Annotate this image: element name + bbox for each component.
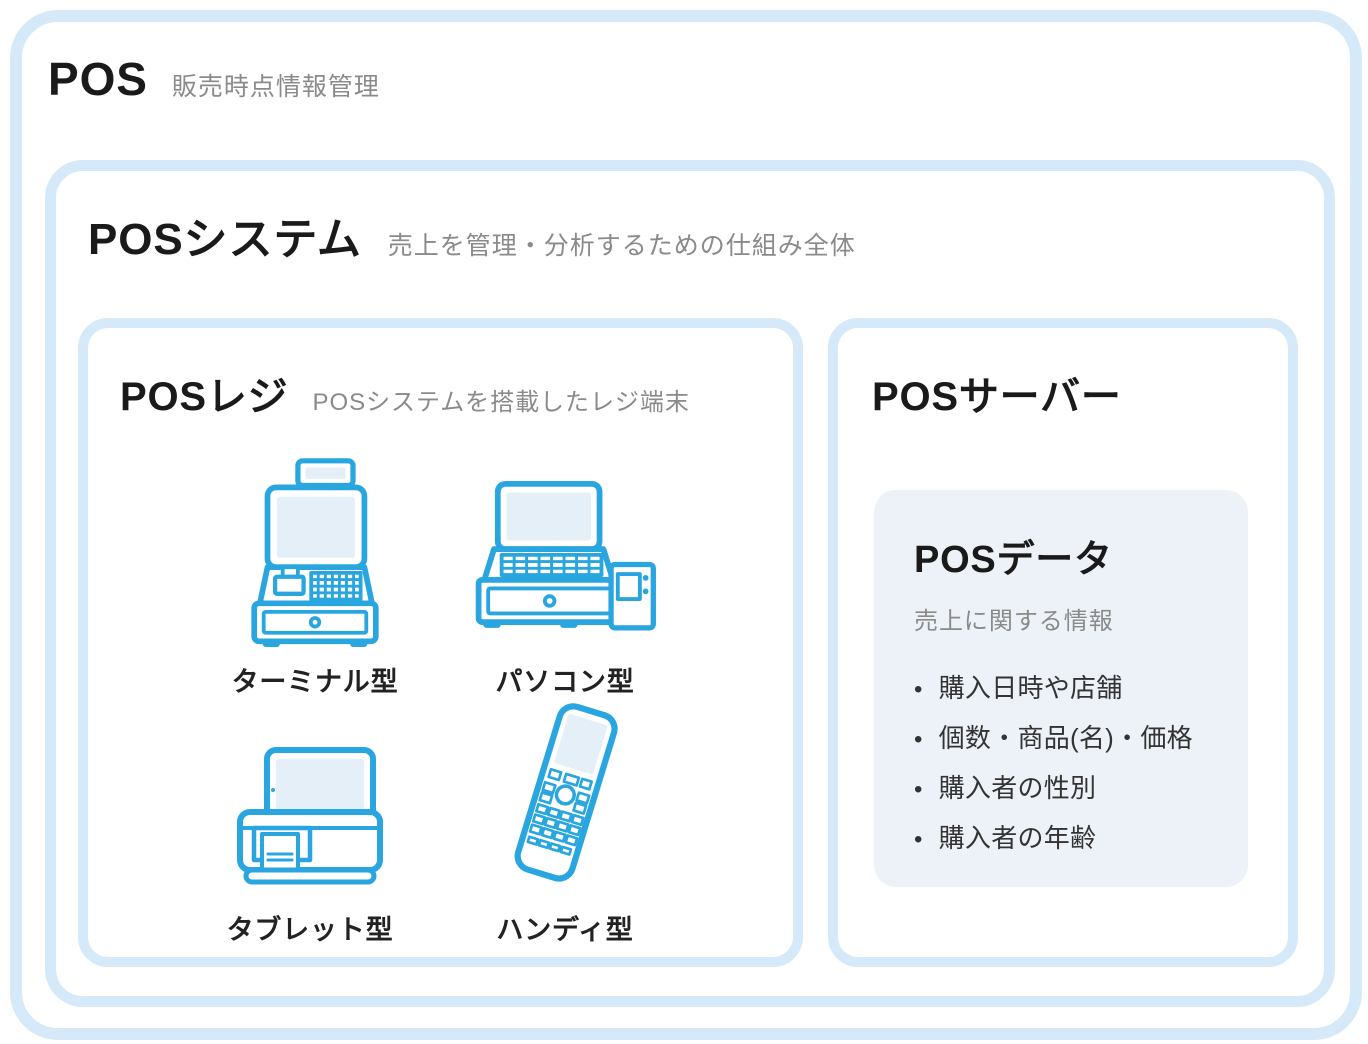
pos-server-container: POSサーバー POSデータ 売上に関する情報 購入日時や店舗 個数・商品(名)…: [828, 318, 1298, 967]
pos-data-subtitle: 売上に関する情報: [914, 608, 1114, 635]
tablet-pos-icon: [230, 700, 390, 886]
device-label: タブレット型: [226, 915, 394, 945]
pos-title: POS: [48, 53, 148, 105]
device-tablet: タブレット型: [190, 700, 430, 947]
pos-register-header: POSレジ POSシステムを搭載したレジ端末: [120, 364, 690, 422]
tablet-pos-icon: [237, 747, 383, 885]
pos-register-title: POSレジ: [120, 375, 289, 419]
terminal-pos-icon: [251, 458, 379, 647]
pos-system-container: POSシステム 売上を管理・分析するための仕組み全体 POSレジ POSシステム…: [45, 160, 1335, 1007]
pos-server-title: POSサーバー: [872, 375, 1122, 419]
device-label: ターミナル型: [231, 667, 399, 697]
pos-system-subtitle: 売上を管理・分析するための仕組み全体: [387, 232, 856, 260]
pos-data-item: 購入日時や店舗: [914, 664, 1218, 714]
pos-system-title: POSシステム: [88, 215, 362, 264]
pos-system-header: POSシステム 売上を管理・分析するための仕組み全体: [88, 203, 856, 267]
device-label: ハンディ型: [496, 915, 634, 945]
pos-data-title: POSデータ: [914, 539, 1113, 581]
pos-container: POS 販売時点情報管理 POSシステム 売上を管理・分析するための仕組み全体 …: [10, 10, 1362, 1040]
pos-data-item: 購入者の年齢: [914, 814, 1218, 864]
pos-data-panel: POSデータ 売上に関する情報 購入日時や店舗 個数・商品(名)・価格 購入者の…: [874, 490, 1248, 887]
pos-register-container: POSレジ POSシステムを搭載したレジ端末: [78, 318, 803, 967]
pos-data-item: 個数・商品(名)・価格: [914, 714, 1218, 764]
pos-subtitle: 販売時点情報管理: [171, 73, 380, 101]
pos-register-subtitle: POSシステムを搭載したレジ端末: [312, 389, 690, 416]
pos-data-list: 購入日時や店舗 個数・商品(名)・価格 購入者の性別 購入者の年齢: [914, 664, 1218, 864]
terminal-pos-icon: [239, 452, 391, 648]
device-label: パソコン型: [495, 667, 635, 697]
handy-pos-icon: [514, 703, 618, 882]
pc-pos-icon: [475, 480, 656, 631]
pos-header: POS 販売時点情報管理: [48, 52, 380, 106]
pc-pos-icon: [468, 452, 662, 648]
device-pc: パソコン型: [445, 452, 685, 699]
device-terminal: ターミナル型: [195, 452, 435, 699]
pos-data-item: 購入者の性別: [914, 764, 1218, 814]
pos-server-header: POSサーバー: [872, 364, 1122, 422]
device-handy: ハンディ型: [445, 700, 685, 947]
handy-pos-icon: [495, 700, 635, 886]
